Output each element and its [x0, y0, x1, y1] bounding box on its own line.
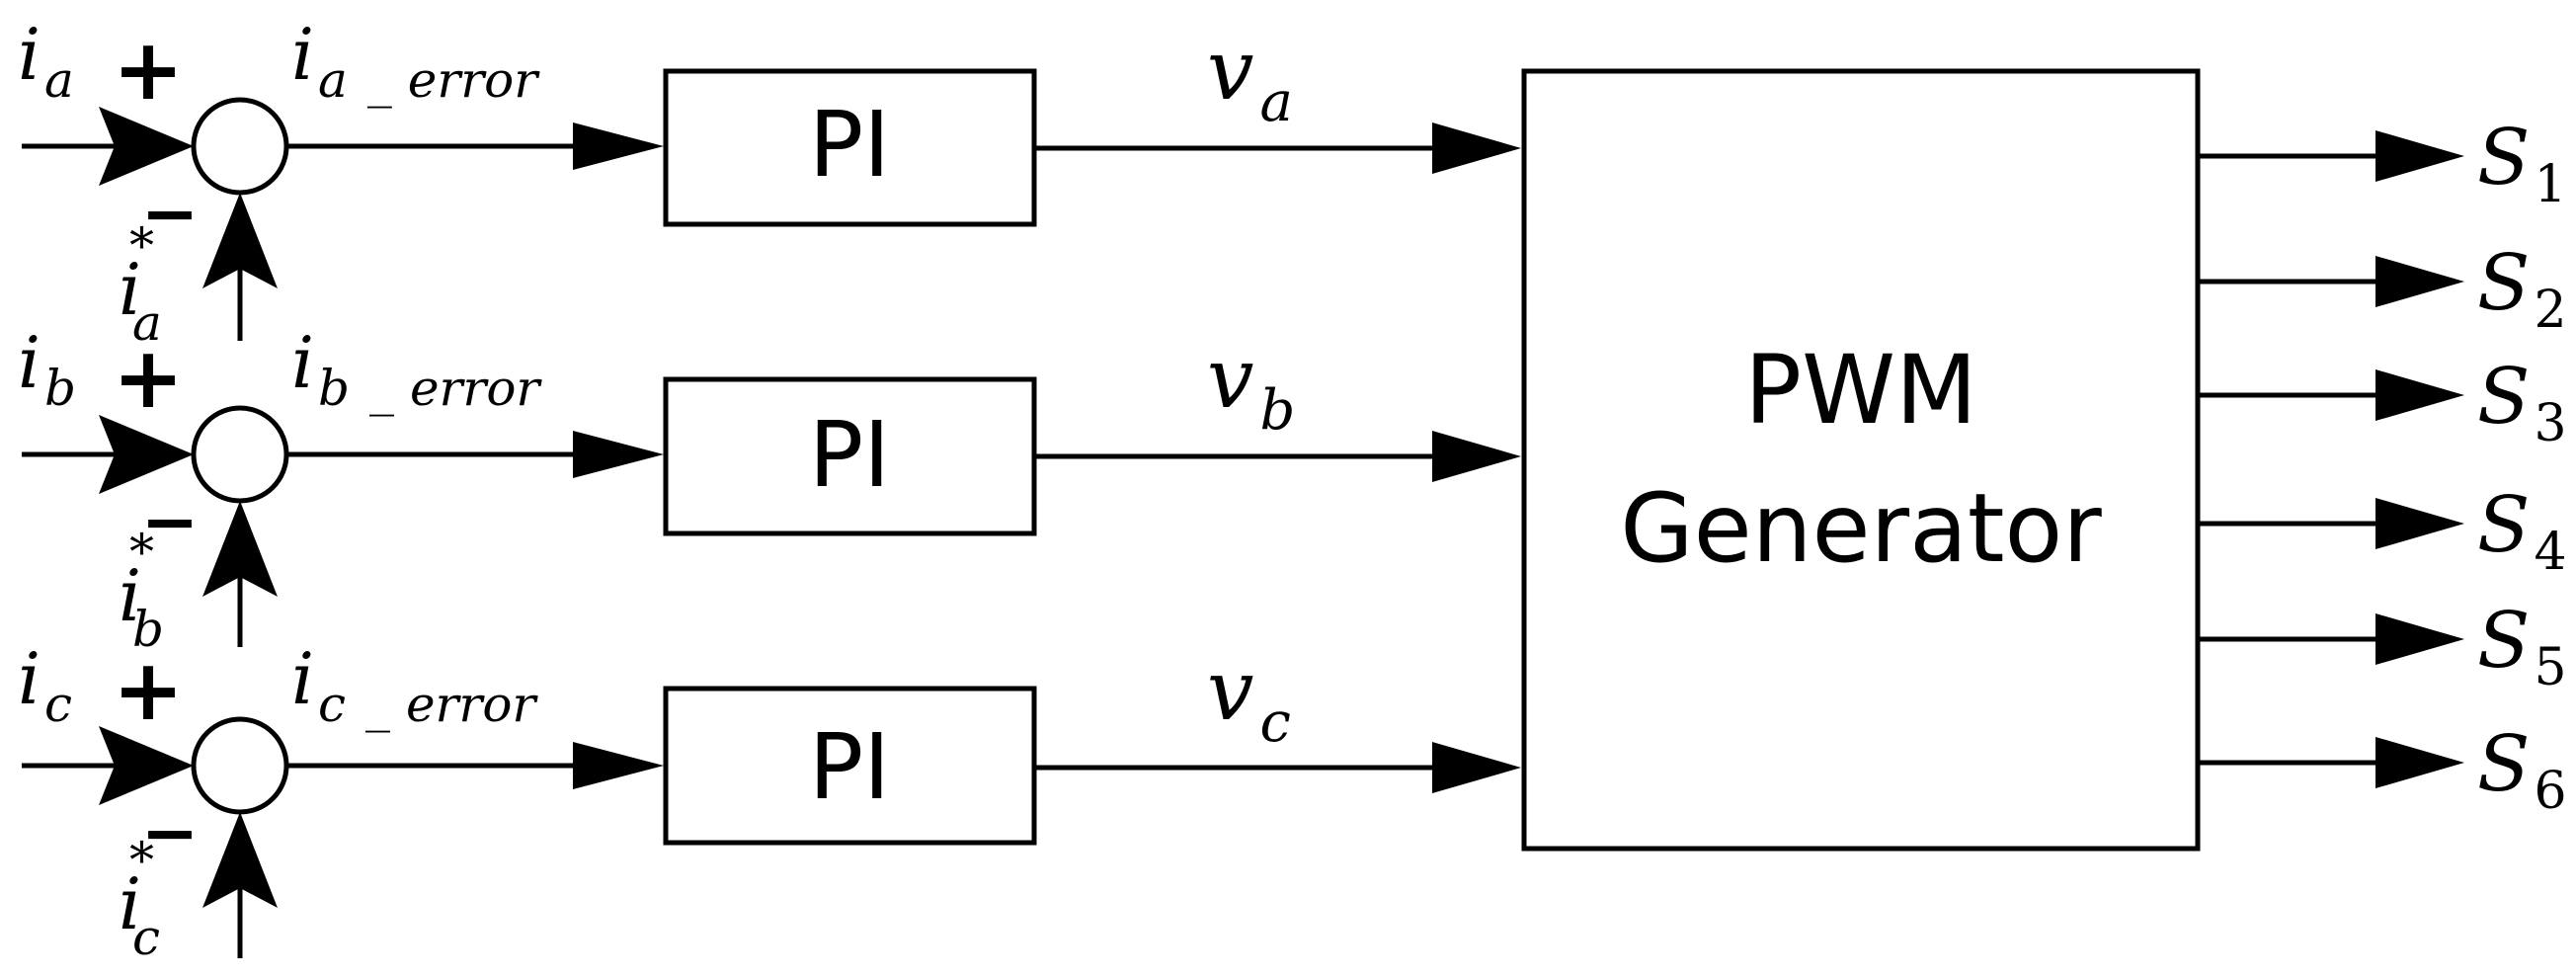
- minus-sign-b: −: [141, 481, 200, 562]
- input-arrow-a: [99, 107, 194, 186]
- input-arrow-b: [99, 415, 194, 494]
- switch-output-s6: S6: [2198, 720, 2567, 821]
- switch-label-s2: S2: [2477, 239, 2567, 340]
- plus-sign-b: +: [113, 329, 184, 428]
- input-label-b: ib: [18, 321, 76, 417]
- switch-label-s3: S3: [2477, 353, 2567, 453]
- switch-arrow-s5: [2375, 613, 2464, 665]
- minus-sign-c: −: [141, 792, 200, 873]
- plus-sign-a: +: [113, 21, 184, 120]
- reference-label-b: i*b: [119, 524, 164, 658]
- switch-output-s1: S1: [2198, 114, 2567, 214]
- error-arrow-c: [573, 742, 664, 789]
- input-label-a: ia: [18, 13, 74, 109]
- pwm-label-line1: PWM: [1744, 335, 1977, 446]
- reference-arrow-a: [202, 193, 278, 288]
- switch-output-s3: S3: [2198, 353, 2567, 453]
- input-arrow-c: [99, 726, 194, 805]
- reference-label-a: i*a: [119, 217, 162, 352]
- switch-output-s2: S2: [2198, 239, 2567, 340]
- switch-label-s6: S6: [2477, 720, 2567, 821]
- switch-arrow-s3: [2375, 369, 2464, 421]
- switch-arrow-s4: [2375, 498, 2464, 549]
- pi-controller-a: [663, 68, 1037, 227]
- switch-output-s5: S5: [2198, 597, 2567, 697]
- pi-label-c: PI: [809, 714, 891, 820]
- reference-arrow-b: [202, 501, 278, 597]
- switch-label-s1: S1: [2477, 114, 2567, 214]
- error-label-c: ic_ error: [291, 637, 538, 733]
- switch-label-s4: S4: [2477, 481, 2567, 582]
- error-arrow-a: [573, 122, 664, 170]
- output-arrow-b: [1432, 431, 1521, 482]
- switch-arrow-s6: [2375, 737, 2464, 788]
- pwm-generator-block: [1521, 68, 2201, 852]
- pwm-label-line2: Generator: [1620, 473, 2102, 584]
- pi-label-a: PI: [809, 92, 891, 198]
- switch-label-s5: S5: [2477, 597, 2567, 697]
- switch-arrow-s1: [2375, 130, 2464, 182]
- summing-junction-a: [191, 97, 289, 196]
- plus-sign-c: +: [113, 641, 184, 740]
- switch-arrow-s2: [2375, 256, 2464, 307]
- reference-arrow-c: [202, 812, 278, 908]
- output-arrow-c: [1432, 742, 1521, 793]
- pi-label-b: PI: [809, 402, 891, 508]
- error-label-a: ia_ error: [291, 13, 540, 109]
- summing-junction-b: [191, 405, 289, 504]
- reference-label-c: i*c: [119, 832, 160, 966]
- pwm-generator: PWM Generator: [1521, 68, 2201, 852]
- error-arrow-b: [573, 431, 664, 478]
- input-label-c: ic: [18, 637, 72, 733]
- output-arrow-a: [1432, 122, 1521, 174]
- switch-output-s4: S4: [2198, 481, 2567, 582]
- error-label-b: ib_ error: [291, 321, 542, 417]
- summing-junction-c: [191, 716, 289, 815]
- minus-sign-a: −: [141, 173, 200, 254]
- pi-controller-b: [663, 376, 1037, 536]
